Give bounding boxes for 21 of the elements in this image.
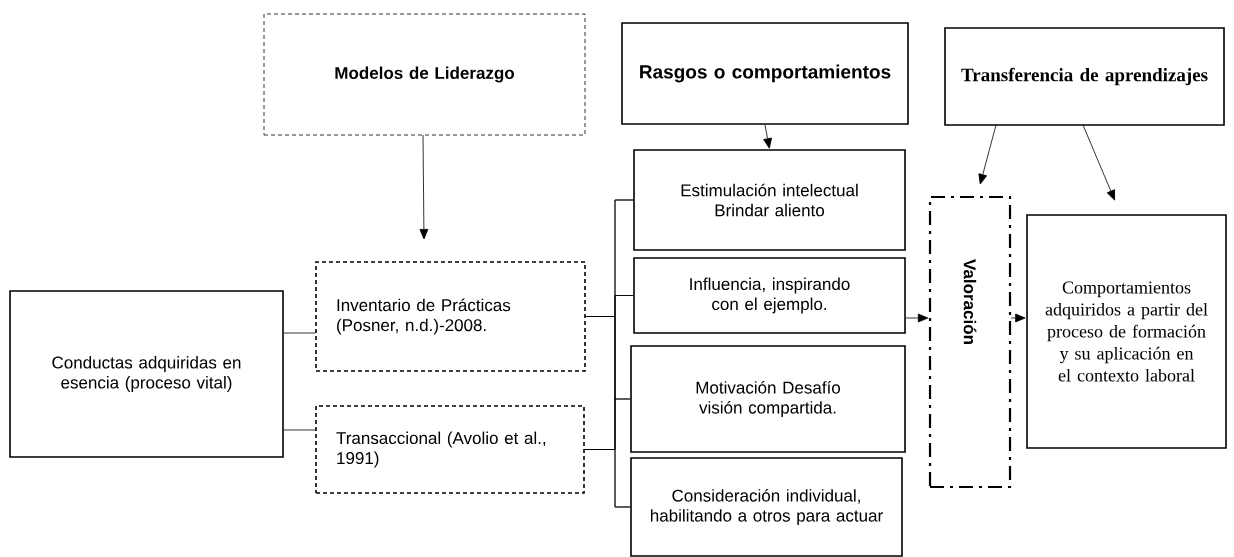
arrow [905, 313, 929, 323]
trait-box: Motivación Desafío visión compartida. [630, 345, 906, 453]
arrow [419, 134, 429, 240]
connector-line [584, 449, 631, 508]
result-box: Comportamientos adquiridos a partir del proceso de formación y su aplicación en el contexto laboral [1026, 214, 1227, 449]
process-box: Conductas adquiridas en esencia (proceso vital) [9, 290, 284, 458]
arrow [763, 124, 772, 149]
arrow [1082, 124, 1115, 201]
model-box: Modelos de Liderazgo [263, 13, 586, 136]
model-box: Transaccional (Avolio et al., 1991) [315, 405, 585, 494]
heading-box: Rasgos o comportamientos [621, 22, 909, 125]
trait-box: Influencia, inspirando con el ejemplo. [633, 257, 906, 334]
arrow [1010, 313, 1026, 323]
model-box: Inventario de Prácticas (Posner, n.d.)-2008. [315, 261, 586, 372]
trait-box: Consideración individual, habilitando a otros para actuar [630, 457, 903, 557]
arrow [978, 124, 997, 185]
connector-line [283, 429, 316, 431]
connector-line [283, 332, 316, 334]
trait-box: Estimulación intelectual Brindar aliento [633, 149, 906, 251]
heading-box: Transferencia de aprendizajes [944, 27, 1225, 126]
assessment-box: Valoración [928, 195, 1012, 489]
